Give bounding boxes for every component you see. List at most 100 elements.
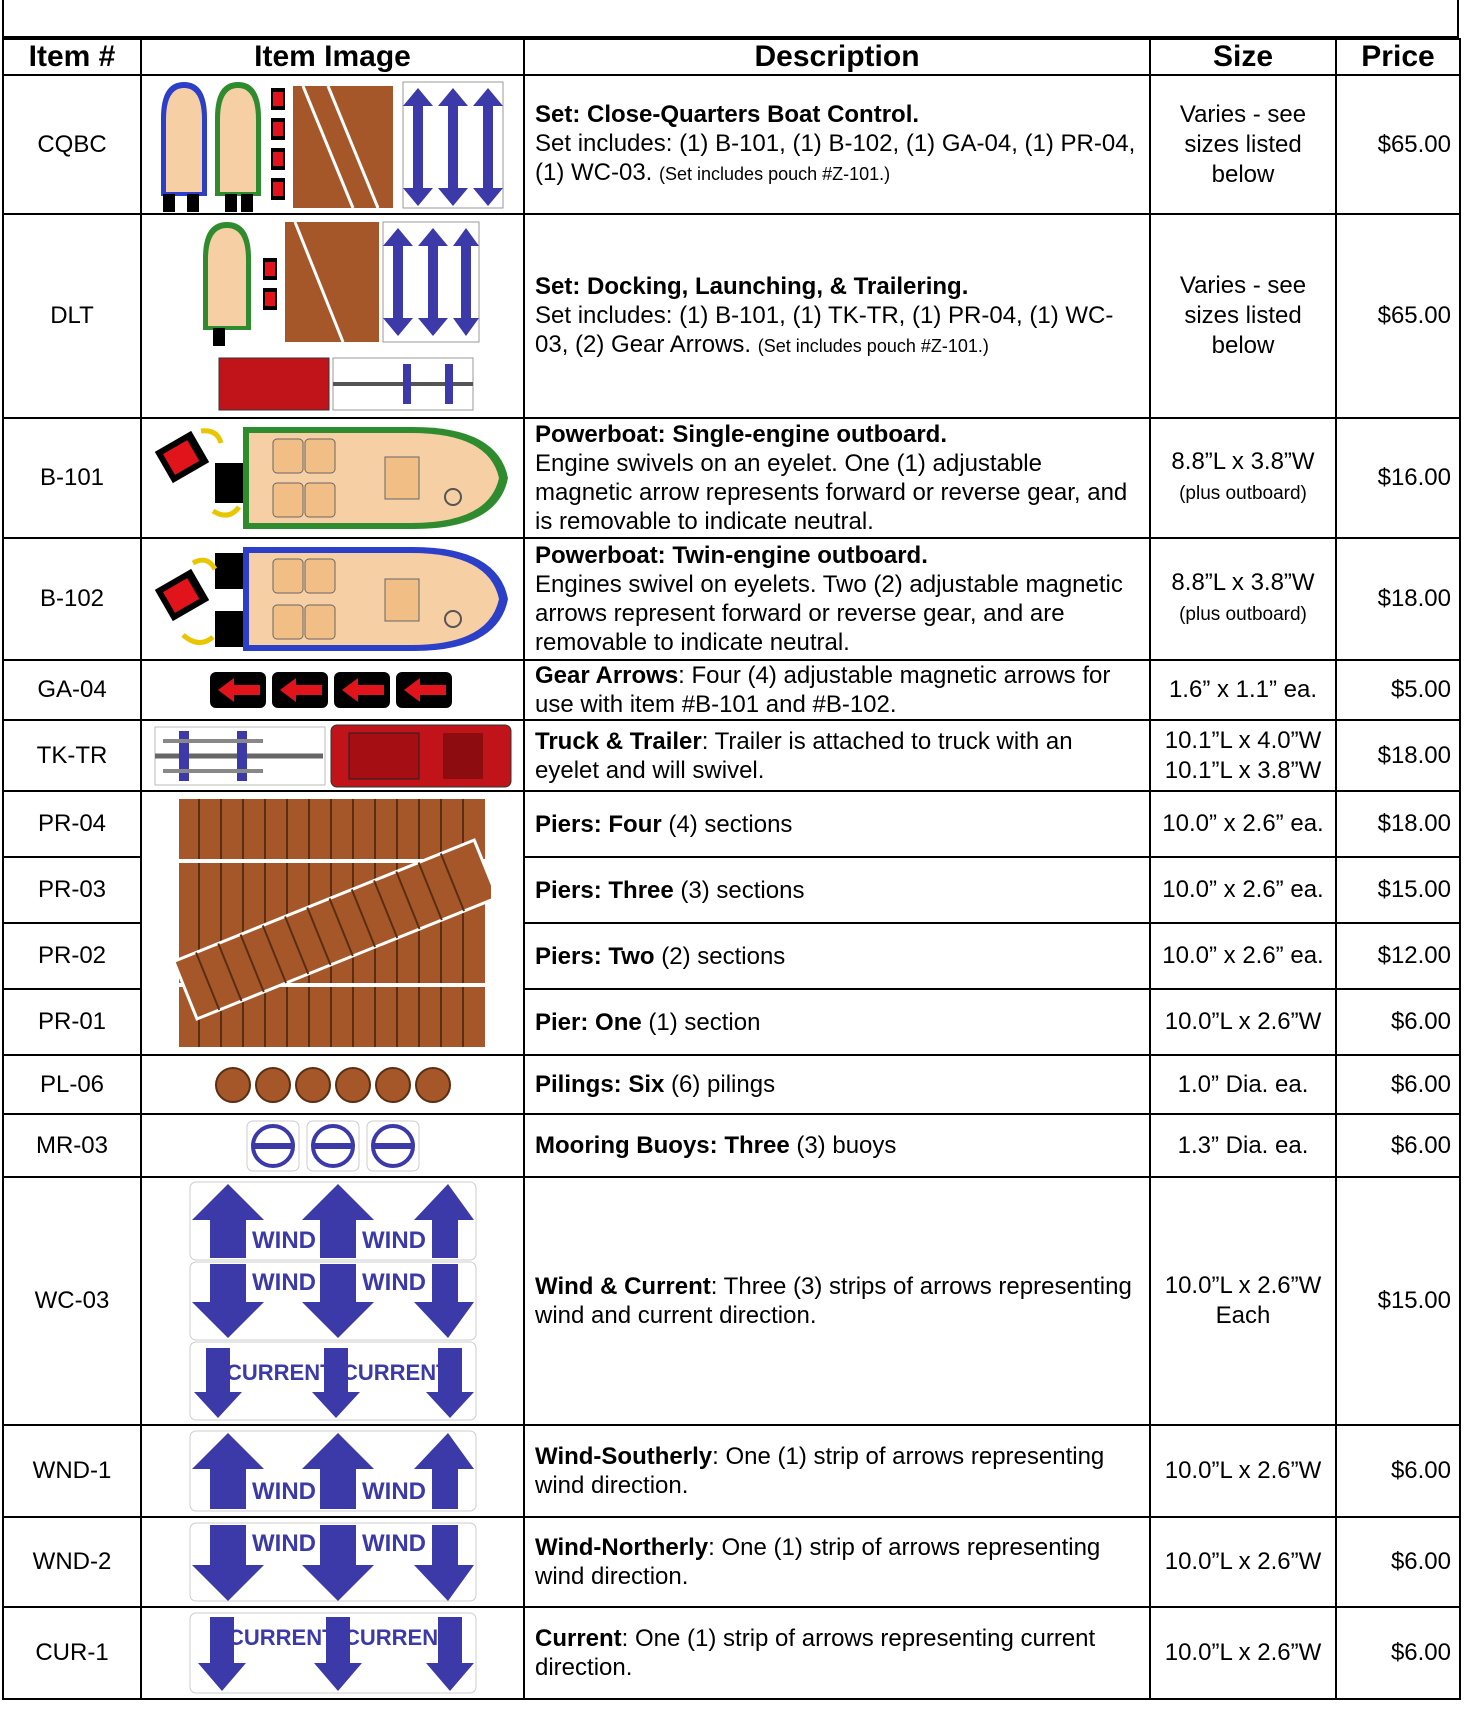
item-size-value: 10.1”L x 4.0”W	[1164, 726, 1322, 754]
item-title: Powerboat: Single-engine outboard.	[535, 421, 948, 448]
item-description: Powerboat: Twin-engine outboard. Engines…	[523, 537, 1151, 661]
item-title: Piers: Three	[535, 876, 674, 904]
header-size: Size	[1149, 38, 1337, 76]
current-label: CURRENT	[226, 1360, 334, 1385]
item-size: 1.0” Dia. ea.	[1149, 1054, 1337, 1115]
table-row: PR-01 Pier: One (1) section 10.0”L x 2.6…	[2, 988, 1461, 1056]
item-number: WND-1	[2, 1424, 142, 1518]
wind-label: WIND	[252, 1269, 316, 1296]
table-row: WND-1 WIND WIND	[2, 1424, 1461, 1518]
item-title: Powerboat: Twin-engine outboard.	[535, 542, 928, 569]
item-price: $6.00	[1335, 1054, 1461, 1115]
item-title: Truck & Trailer	[535, 727, 702, 755]
item-title: Piers: Two	[535, 942, 655, 970]
item-size: 10.0”L x 2.6”W	[1149, 1424, 1337, 1518]
wind-label: WIND	[362, 1478, 426, 1505]
item-price: $16.00	[1335, 417, 1461, 539]
item-description: Set: Docking, Launching, & Trailering. S…	[523, 213, 1151, 419]
table-row: GA-04 Gear Arrows: Four (4) adjustable m…	[2, 659, 1461, 721]
item-price: $5.00	[1335, 659, 1461, 721]
item-price: $15.00	[1335, 1176, 1461, 1426]
wind-label: WIND	[252, 1227, 316, 1254]
item-text: (4) sections	[661, 810, 793, 838]
mooring-buoys-image	[246, 1120, 419, 1171]
table-row: DLT	[2, 213, 1461, 419]
item-price: $6.00	[1335, 988, 1461, 1056]
piers-image	[174, 799, 491, 1047]
table-row: TK-TR Truck & Trailer: Trailer is attach…	[2, 719, 1461, 792]
item-image-mr03	[140, 1113, 525, 1178]
wind-label: WIND	[362, 1227, 426, 1254]
header-price: Price	[1335, 38, 1461, 76]
item-size-value: 10.0”L x 2.6”W	[1164, 1272, 1322, 1299]
set-cqbc-image	[160, 81, 503, 212]
item-number: B-102	[2, 537, 142, 661]
item-text: (6) pilings	[664, 1071, 776, 1098]
product-table: Item # Item Image Description Size Price…	[2, 38, 1461, 1700]
item-text: : Three (3) strips of arrows representin…	[535, 1273, 1132, 1329]
item-number: TK-TR	[2, 719, 142, 792]
table-row: PR-03 Piers: Three (3) sections 10.0” x …	[2, 856, 1461, 924]
item-image-piers	[140, 790, 525, 1056]
item-price: $6.00	[1335, 1424, 1461, 1518]
item-image-wnd1: WIND WIND	[140, 1424, 525, 1518]
item-image-wnd2: WIND WIND	[140, 1516, 525, 1608]
header-description: Description	[523, 38, 1151, 76]
table-row: B-101	[2, 417, 1461, 539]
item-image-wc03: WIND WIND WIND WIND CURRENT CURRENT	[140, 1176, 525, 1426]
header-item-number: Item #	[2, 38, 142, 76]
item-description: Wind & Current: Three (3) strips of arro…	[523, 1176, 1151, 1426]
item-description: Pilings: Six (6) pilings	[523, 1054, 1151, 1115]
header-row: Item # Item Image Description Size Price	[2, 38, 1461, 76]
item-text: : One (1) strip of arrows representing w…	[535, 1534, 1101, 1590]
item-size: 10.0”L x 2.6”W	[1149, 988, 1337, 1056]
wind-northerly-image: WIND WIND	[189, 1522, 476, 1602]
item-image-b102	[140, 537, 525, 661]
item-number: PL-06	[2, 1054, 142, 1115]
item-text: : Four (4) adjustable magnetic arrows fo…	[535, 662, 1111, 718]
item-size-value-2: Each	[1215, 1302, 1271, 1329]
item-price: $6.00	[1335, 1606, 1461, 1700]
item-note: (Set includes pouch #Z-101.)	[757, 335, 989, 356]
wind-label: WIND	[362, 1530, 426, 1557]
item-image-cqbc	[140, 74, 525, 215]
item-number: CQBC	[2, 74, 142, 215]
item-title: Pilings: Six	[535, 1071, 665, 1098]
current-label: CURRENT	[228, 1625, 336, 1650]
item-price: $15.00	[1335, 856, 1461, 924]
item-image-b101	[140, 417, 525, 539]
item-number: PR-01	[2, 988, 142, 1056]
wind-label: WIND	[252, 1530, 316, 1557]
table-row: CQBC	[2, 74, 1461, 215]
gear-arrows-image	[209, 672, 452, 708]
current-image: CURRENT CURRENT	[189, 1612, 476, 1694]
table-row: WC-03	[2, 1176, 1461, 1426]
item-size: 10.1”L x 4.0”W 10.1”L x 3.8”W	[1149, 719, 1337, 792]
item-title: Gear Arrows	[535, 662, 679, 689]
item-size: Varies - see sizes listed below	[1149, 213, 1337, 419]
item-price: $18.00	[1335, 719, 1461, 792]
item-price: $6.00	[1335, 1113, 1461, 1178]
item-text: : One (1) strip of arrows representing c…	[535, 1625, 1096, 1681]
item-description: Current: One (1) strip of arrows represe…	[523, 1606, 1151, 1700]
wind-southerly-image: WIND WIND	[189, 1430, 476, 1512]
item-description: Gear Arrows: Four (4) adjustable magneti…	[523, 659, 1151, 721]
item-description: Pier: One (1) section	[523, 988, 1151, 1056]
item-number: PR-04	[2, 790, 142, 858]
item-image-cur1: CURRENT CURRENT	[140, 1606, 525, 1700]
item-size: 8.8”L x 3.8”W (plus outboard)	[1149, 417, 1337, 539]
item-image-pl06	[140, 1054, 525, 1115]
table-row: MR-03 Mooring Buoys: Three (3) buoys 1.3…	[2, 1113, 1461, 1178]
item-number: DLT	[2, 213, 142, 419]
item-number: PR-03	[2, 856, 142, 924]
item-title: Piers: Four	[535, 810, 662, 838]
table-row: PR-02 Piers: Two (2) sections 10.0” x 2.…	[2, 922, 1461, 990]
item-description: Powerboat: Single-engine outboard. Engin…	[523, 417, 1151, 539]
powerboat-single-image	[154, 427, 508, 529]
table-row: B-102	[2, 537, 1461, 661]
item-size: 8.8”L x 3.8”W (plus outboard)	[1149, 537, 1337, 661]
powerboat-twin-image	[154, 547, 508, 651]
item-price: $18.00	[1335, 537, 1461, 661]
item-title: Current	[535, 1625, 622, 1652]
